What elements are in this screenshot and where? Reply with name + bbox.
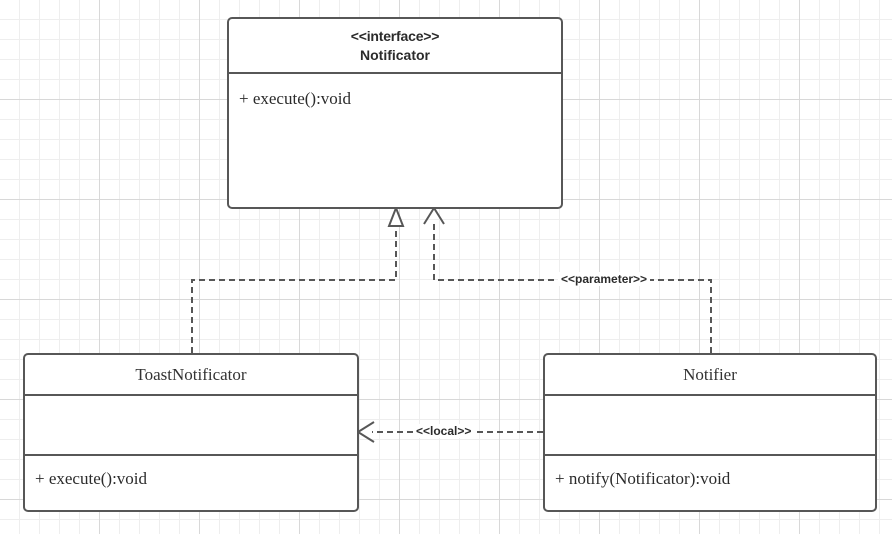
class-name-toastnotificator: ToastNotificator bbox=[135, 364, 247, 384]
class-method-notificator-execute: + execute():void bbox=[239, 89, 352, 108]
class-name-compartment-toastnotificator: ToastNotificator bbox=[25, 355, 357, 394]
class-box-toastnotificator[interactable]: ToastNotificator + execute():void bbox=[23, 353, 359, 512]
class-methods-compartment-toastnotificator: + execute():void bbox=[25, 454, 357, 510]
edge-label-local: <<local>> bbox=[413, 424, 475, 438]
class-box-notifier[interactable]: Notifier + notify(Notificator):void bbox=[543, 353, 877, 512]
class-methods-compartment-notificator: + execute():void bbox=[229, 72, 561, 207]
class-method-toastnotificator-execute: + execute():void bbox=[35, 469, 148, 488]
class-name-compartment-notifier: Notifier bbox=[545, 355, 875, 394]
class-methods-compartment-notifier: + notify(Notificator):void bbox=[545, 454, 875, 510]
edge-realization bbox=[191, 205, 405, 353]
class-box-notificator[interactable]: <<interface>> Notificator + execute():vo… bbox=[227, 17, 563, 209]
class-method-notifier-notify: + notify(Notificator):void bbox=[555, 469, 731, 488]
class-name-notifier: Notifier bbox=[683, 364, 737, 384]
class-attributes-compartment-notifier bbox=[545, 394, 875, 454]
class-stereotype-notificator: <<interface>> bbox=[350, 27, 440, 44]
class-name-compartment-notificator: <<interface>> Notificator bbox=[229, 19, 561, 72]
class-name-notificator: Notificator bbox=[360, 46, 430, 63]
class-attributes-compartment-toastnotificator bbox=[25, 394, 357, 454]
edge-label-parameter: <<parameter>> bbox=[558, 272, 651, 286]
